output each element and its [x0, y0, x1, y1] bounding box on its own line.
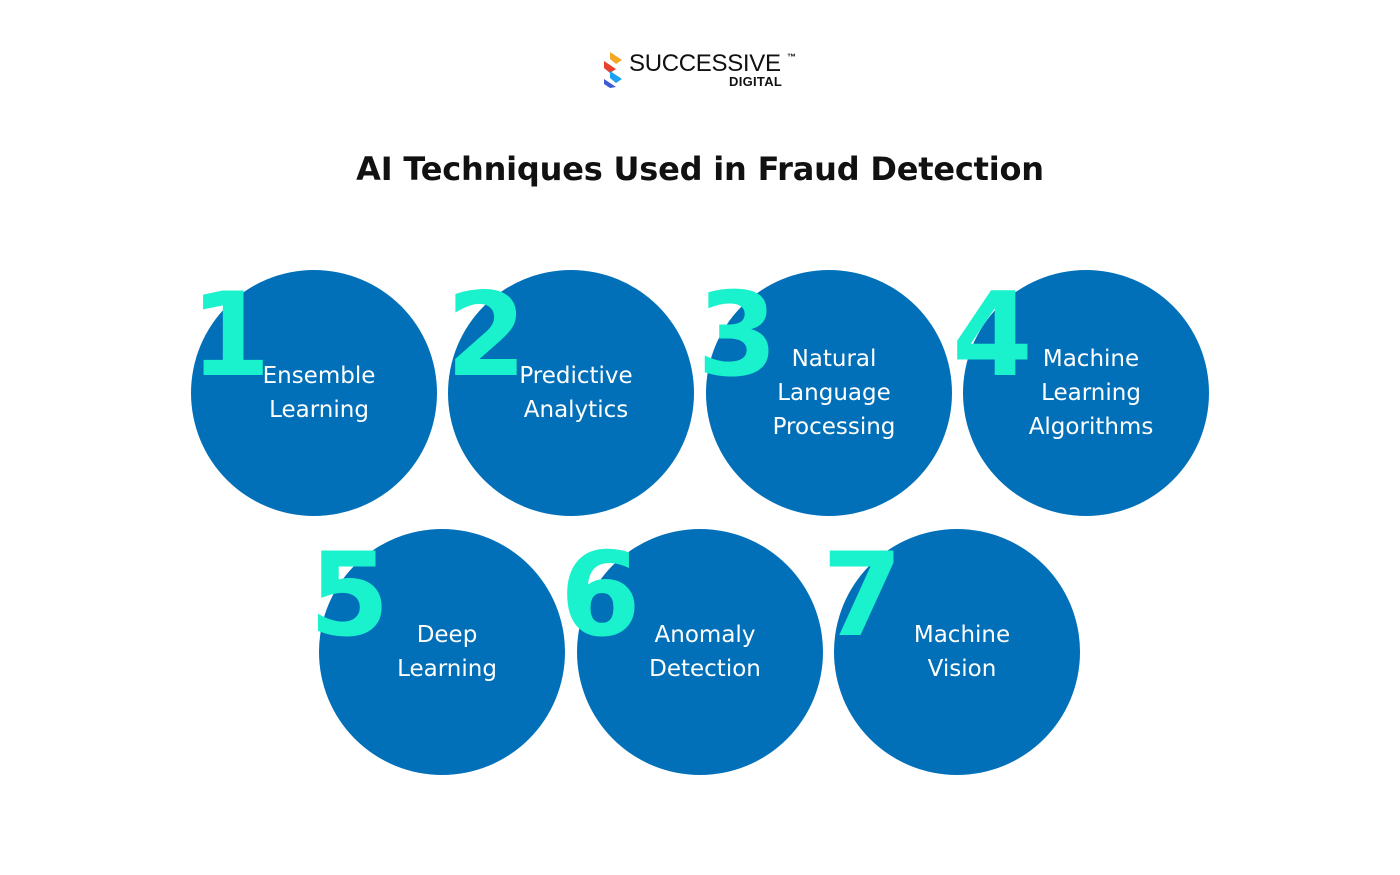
- brand-logo: SUCCESSIVE ™ DIGITAL: [602, 50, 802, 92]
- technique-label-line: Natural: [791, 346, 877, 372]
- technique-number-2: 2: [446, 268, 527, 403]
- technique-circle-5: Deep Learning: [319, 529, 565, 775]
- technique-circle-4: Machine Learning Algorithms: [963, 270, 1209, 516]
- page-title: AI Techniques Used in Fraud Detection: [356, 150, 1044, 188]
- logo-trademark: ™: [787, 52, 796, 62]
- logo-mark-icon: [604, 52, 622, 88]
- technique-number-6: 6: [560, 528, 641, 663]
- technique-number-5: 5: [309, 528, 390, 663]
- technique-label-line: Machine: [1042, 346, 1140, 372]
- technique-label-line: Predictive: [519, 363, 633, 389]
- technique-label-7: Machine Vision: [864, 618, 1060, 686]
- technique-label-line: Ensemble: [262, 363, 376, 389]
- technique-circle-2: Predictive Analytics: [448, 270, 694, 516]
- technique-label-line: Language: [777, 380, 891, 406]
- technique-number-4: 4: [952, 268, 1033, 403]
- technique-number-7: 7: [822, 528, 903, 663]
- logo-sub-text: DIGITAL: [729, 74, 783, 89]
- technique-label-5: Deep Learning: [349, 618, 545, 686]
- technique-label-line: Learning: [1041, 380, 1141, 406]
- technique-label-6: Anomaly Detection: [607, 618, 803, 686]
- technique-circle-1: Ensemble Learning: [191, 270, 437, 516]
- technique-label-line: Machine: [913, 622, 1011, 648]
- technique-label-line: Learning: [397, 656, 497, 682]
- technique-label-line: Algorithms: [1028, 414, 1154, 440]
- technique-label-line: Learning: [269, 397, 369, 423]
- technique-label-line: Detection: [649, 656, 761, 682]
- technique-circle-6: Anomaly Detection: [577, 529, 823, 775]
- technique-label-line: Anomaly: [654, 622, 756, 648]
- technique-label-line: Analytics: [523, 397, 629, 423]
- technique-label-line: Deep: [416, 622, 478, 648]
- technique-number-3: 3: [697, 268, 778, 403]
- technique-circle-7: Machine Vision: [834, 529, 1080, 775]
- technique-label-line: Processing: [772, 414, 896, 440]
- technique-label-line: Vision: [927, 656, 997, 682]
- technique-number-1: 1: [190, 268, 271, 403]
- technique-circle-3: Natural Language Processing: [706, 270, 952, 516]
- logo-brand-text: SUCCESSIVE: [629, 50, 781, 77]
- technique-label-2: Predictive Analytics: [478, 359, 674, 427]
- technique-label-3: Natural Language Processing: [736, 342, 932, 444]
- technique-label-1: Ensemble Learning: [221, 359, 417, 427]
- technique-label-4: Machine Learning Algorithms: [993, 342, 1189, 444]
